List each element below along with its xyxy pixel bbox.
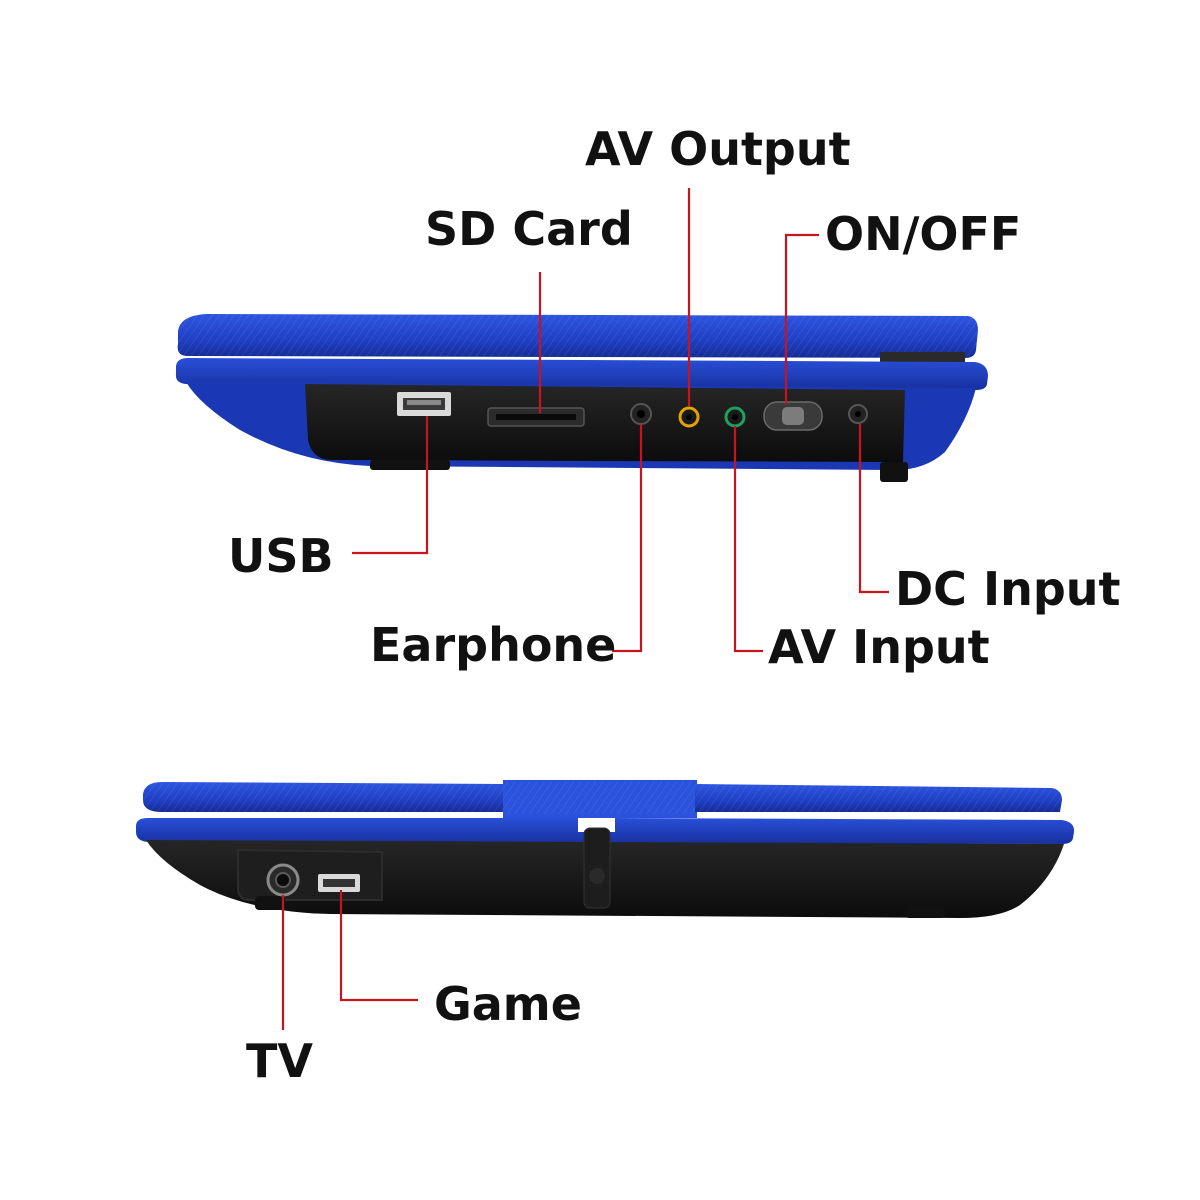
dc-input-jack-icon — [848, 404, 868, 424]
port-bay — [237, 848, 383, 901]
usb-port-icon — [397, 392, 451, 416]
label-on-off: ON/OFF — [825, 207, 1022, 261]
leader-line-av-input — [733, 426, 763, 653]
leader-line-usb — [352, 416, 429, 555]
label-usb: USB — [228, 529, 334, 583]
dvd-player-other-side-view — [136, 780, 1075, 918]
label-tv: TV — [246, 1034, 313, 1088]
game-port-icon — [318, 874, 360, 892]
label-dc-input: DC Input — [895, 562, 1121, 616]
label-earphone: Earphone — [370, 618, 617, 672]
av-input-jack-icon — [724, 406, 746, 428]
av-output-jack-icon — [678, 406, 700, 428]
tv-antenna-jack-icon — [266, 863, 300, 897]
label-game: Game — [434, 977, 582, 1031]
port-panel — [305, 384, 905, 462]
label-av-output: AV Output — [585, 122, 851, 176]
leader-line-dc-input — [858, 424, 889, 594]
dvd-player-side-view — [175, 314, 988, 482]
earphone-jack-icon — [630, 403, 652, 425]
leader-line-on-off — [784, 233, 819, 404]
power-switch-icon — [763, 401, 823, 431]
label-sd-card: SD Card — [425, 202, 633, 256]
leader-line-game — [339, 890, 418, 1002]
sd-card-slot-icon — [487, 407, 585, 427]
device-body-rim-lower — [136, 818, 1075, 844]
label-av-input: AV Input — [768, 620, 990, 674]
leader-line-earphone — [612, 424, 643, 653]
